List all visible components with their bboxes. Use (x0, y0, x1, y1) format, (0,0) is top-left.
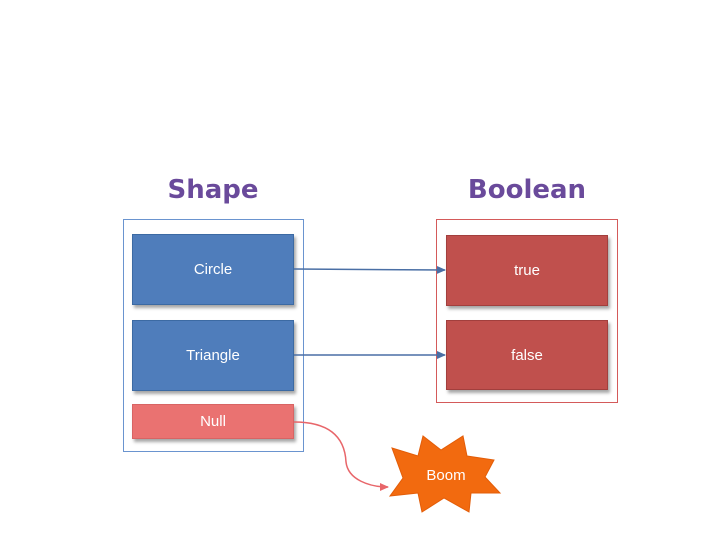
false-box: false (446, 320, 608, 390)
null-to-boom-arrow (293, 421, 389, 491)
triangle-box: Triangle (132, 320, 294, 391)
circle-to-true-arrow (293, 265, 446, 274)
boom-label: Boom (426, 466, 466, 484)
null-box: Null (132, 404, 294, 439)
shape-group-frame (123, 219, 304, 452)
true-box: true (446, 235, 608, 306)
boolean-group-frame (436, 219, 618, 403)
shape-heading: Shape (167, 175, 259, 205)
boolean-heading: Boolean (467, 175, 587, 205)
circle-box: Circle (132, 234, 294, 305)
